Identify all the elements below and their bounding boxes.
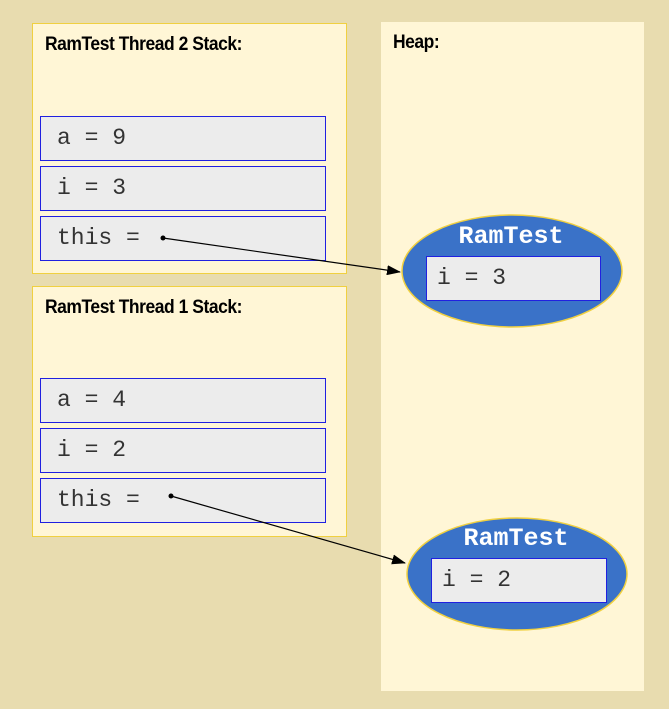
thread1-var-this: this = xyxy=(40,478,326,523)
reference-arrow-thread2 xyxy=(162,237,401,276)
thread1-stack-title: RamTest Thread 1 Stack: xyxy=(45,297,242,318)
reference-arrow-thread1 xyxy=(170,495,406,565)
thread2-stack-title: RamTest Thread 2 Stack: xyxy=(45,34,242,55)
heap-object-2-field: i = 2 xyxy=(431,558,607,603)
thread1-var-a: a = 4 xyxy=(40,378,326,423)
thread2-var-i: i = 3 xyxy=(40,166,326,211)
thread1-var-i: i = 2 xyxy=(40,428,326,473)
thread2-var-a: a = 9 xyxy=(40,116,326,161)
heap-title: Heap: xyxy=(393,32,440,53)
heap-object-1-field: i = 3 xyxy=(426,256,601,301)
heap-object-2-name: RamTest xyxy=(463,524,569,553)
heap-object-1-name: RamTest xyxy=(458,222,564,251)
thread2-var-this: this = xyxy=(40,216,326,261)
